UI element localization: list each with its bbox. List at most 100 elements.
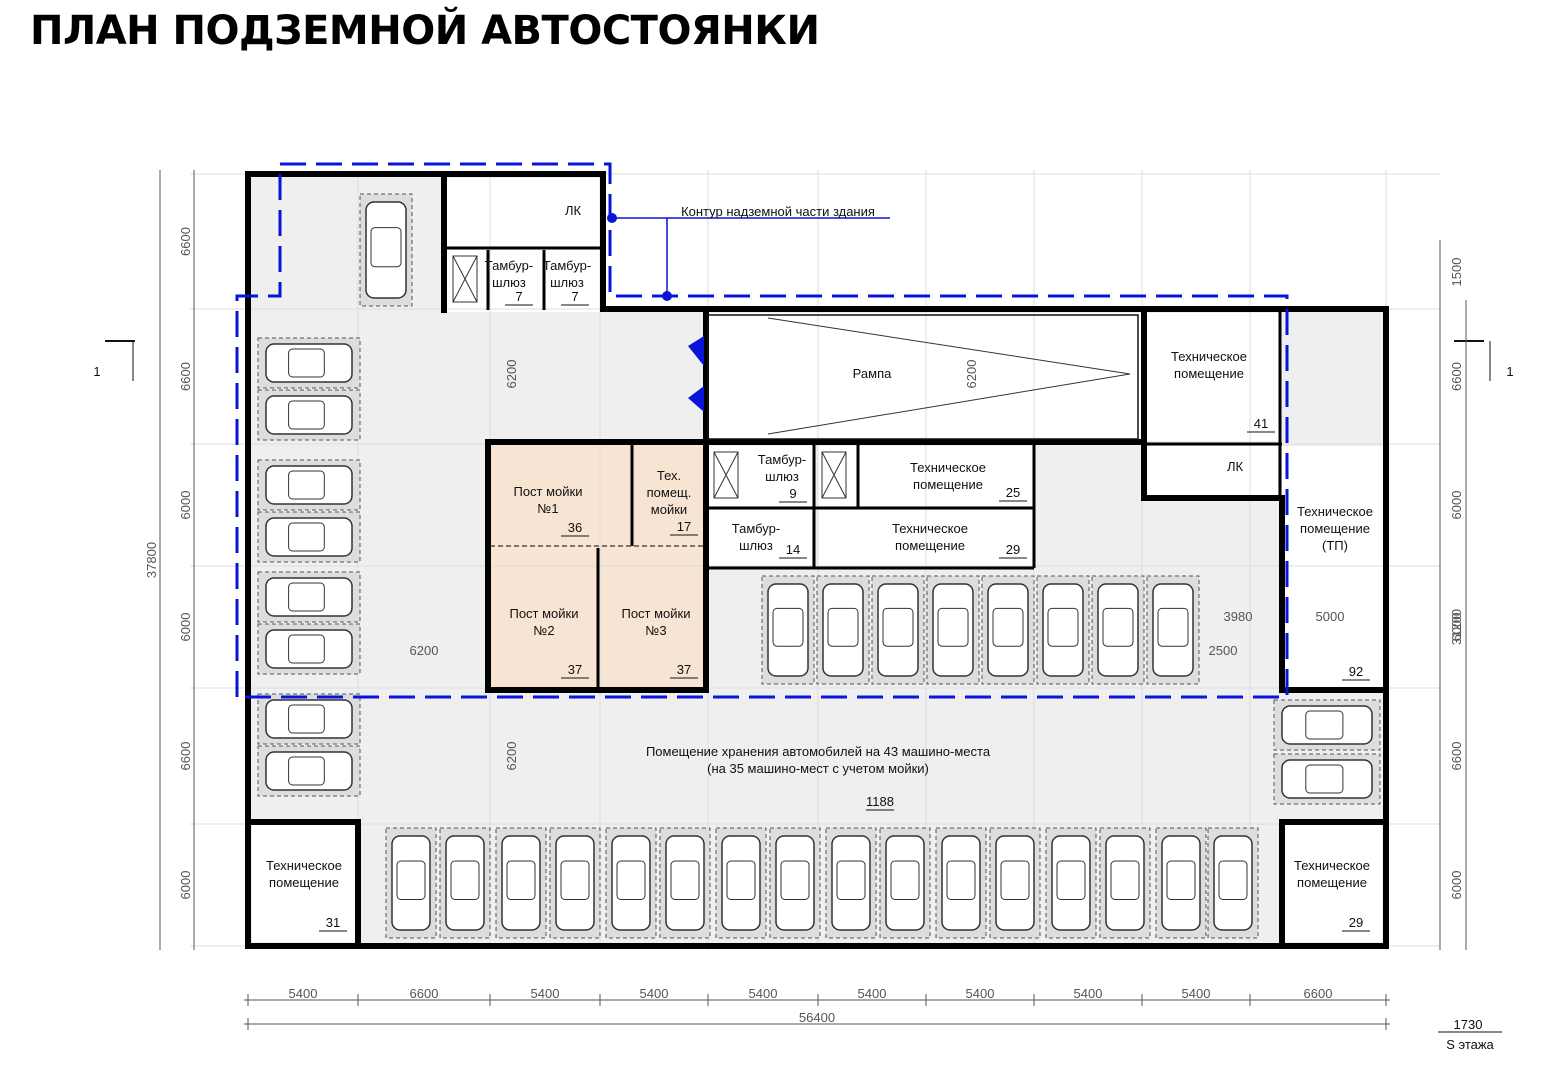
parking-space xyxy=(1273,699,1381,751)
parking-space xyxy=(605,827,657,939)
dim-left: 6600 xyxy=(178,227,193,256)
parking-space xyxy=(439,827,491,939)
parking-space xyxy=(257,693,361,745)
dim-total-left: 37800 xyxy=(144,542,159,578)
room-bg xyxy=(252,822,356,942)
room-number-vest1: 7 xyxy=(515,289,522,304)
dim-inner: 6200 xyxy=(410,643,439,658)
contour-line xyxy=(235,162,1289,699)
room-number-tech29a: 29 xyxy=(1006,542,1020,557)
room-name-storage: Помещение хранения автомобилей на 43 маш… xyxy=(646,744,991,776)
parking-space xyxy=(659,827,711,939)
room-number-vest3: 9 xyxy=(789,486,796,501)
parking-space xyxy=(715,827,767,939)
parking-space xyxy=(257,571,361,623)
dim-inner: 6200 xyxy=(504,742,519,771)
parking-space xyxy=(871,575,925,685)
section-mark: 1 xyxy=(1506,364,1513,379)
room-bg xyxy=(1282,446,1384,690)
room-number-storage: 1188 xyxy=(866,794,894,809)
parking-space xyxy=(816,575,870,685)
dim-right: 6000 xyxy=(1449,871,1464,900)
section-mark: 1 xyxy=(93,364,100,379)
above-ground-contour xyxy=(235,162,1289,699)
dim-left: 6000 xyxy=(178,613,193,642)
room-name-techwash: Тех.помещ.мойки xyxy=(647,468,692,517)
room-number-wash2: 37 xyxy=(568,662,582,677)
room-number-tech29b: 29 xyxy=(1349,915,1363,930)
wash-bay-3 xyxy=(598,546,706,690)
dim-bottom: 5400 xyxy=(289,986,318,1001)
dim-right: 6000 xyxy=(1449,613,1464,642)
dim-total-bottom: 56400 xyxy=(799,1010,835,1025)
parking-space xyxy=(1146,575,1200,685)
parking-space xyxy=(257,511,361,563)
parking-space xyxy=(549,827,601,939)
parking-space xyxy=(989,827,1041,939)
elevator-x xyxy=(713,451,739,499)
parking-space xyxy=(935,827,987,939)
outer-wall xyxy=(245,171,1389,949)
room-bg xyxy=(1282,822,1382,942)
parking-space xyxy=(1099,827,1151,939)
entry-arrow xyxy=(688,386,704,412)
dim-left: 6000 xyxy=(178,871,193,900)
room-bg xyxy=(1146,446,1278,498)
room-number-tp: 92 xyxy=(1349,664,1363,679)
tech-wash-room xyxy=(632,442,706,546)
dim-inner: 6200 xyxy=(964,360,979,389)
room-name-vest2: Тамбур-шлюз xyxy=(543,258,591,290)
dim-inner: 6200 xyxy=(504,360,519,389)
legend-label: S этажа xyxy=(1446,1037,1494,1052)
parking-space xyxy=(761,575,815,685)
room-number-tech25: 25 xyxy=(1006,485,1020,500)
dim-right: 1500 xyxy=(1449,258,1464,287)
room-name-lk2: ЛК xyxy=(1227,459,1244,474)
room-number-tech_tr: 41 xyxy=(1254,416,1268,431)
dim-total-right: 31200 xyxy=(1449,609,1464,645)
legend-value: 1730 xyxy=(1454,1017,1483,1032)
wash-bay-1 xyxy=(488,442,632,546)
walls xyxy=(245,171,1389,949)
dim-right: 6600 xyxy=(1449,362,1464,391)
elevator-x xyxy=(821,451,847,499)
room-bg xyxy=(446,178,602,246)
dim-inner: 5000 xyxy=(1316,609,1345,624)
room-number-tech31: 31 xyxy=(326,915,340,930)
parking-space xyxy=(926,575,980,685)
parking-spaces xyxy=(257,193,1381,939)
dim-right: 6000 xyxy=(1449,491,1464,520)
room-name-vest3: Тамбур-шлюз xyxy=(758,452,806,484)
dim-bottom: 5400 xyxy=(966,986,995,1001)
parking-space xyxy=(769,827,821,939)
room-name-ramp: Рампа xyxy=(853,366,892,381)
parking-space xyxy=(981,575,1035,685)
parking-space xyxy=(1155,827,1207,939)
dim-bottom: 5400 xyxy=(531,986,560,1001)
wall xyxy=(1279,819,1387,947)
parking-space xyxy=(1091,575,1145,685)
room-bg xyxy=(1146,313,1280,441)
page-title: ПЛАН ПОДЗЕМНОЙ АВТОСТОЯНКИ xyxy=(30,8,820,54)
room-number-wash3: 37 xyxy=(677,662,691,677)
dim-bottom: 5400 xyxy=(1182,986,1211,1001)
parking-space xyxy=(257,337,361,389)
room-number-vest2: 7 xyxy=(571,289,578,304)
room-name-lk1: ЛК xyxy=(565,203,582,218)
dim-right: 6600 xyxy=(1449,742,1464,771)
dim-inner: 2500 xyxy=(1209,643,1238,658)
wall xyxy=(1141,308,1389,693)
elevator-x xyxy=(452,255,478,303)
ramp-frame xyxy=(707,314,1139,440)
labels: ЛКТамбур-шлюз7Тамбур-шлюз7РампаТехническ… xyxy=(93,203,1514,932)
